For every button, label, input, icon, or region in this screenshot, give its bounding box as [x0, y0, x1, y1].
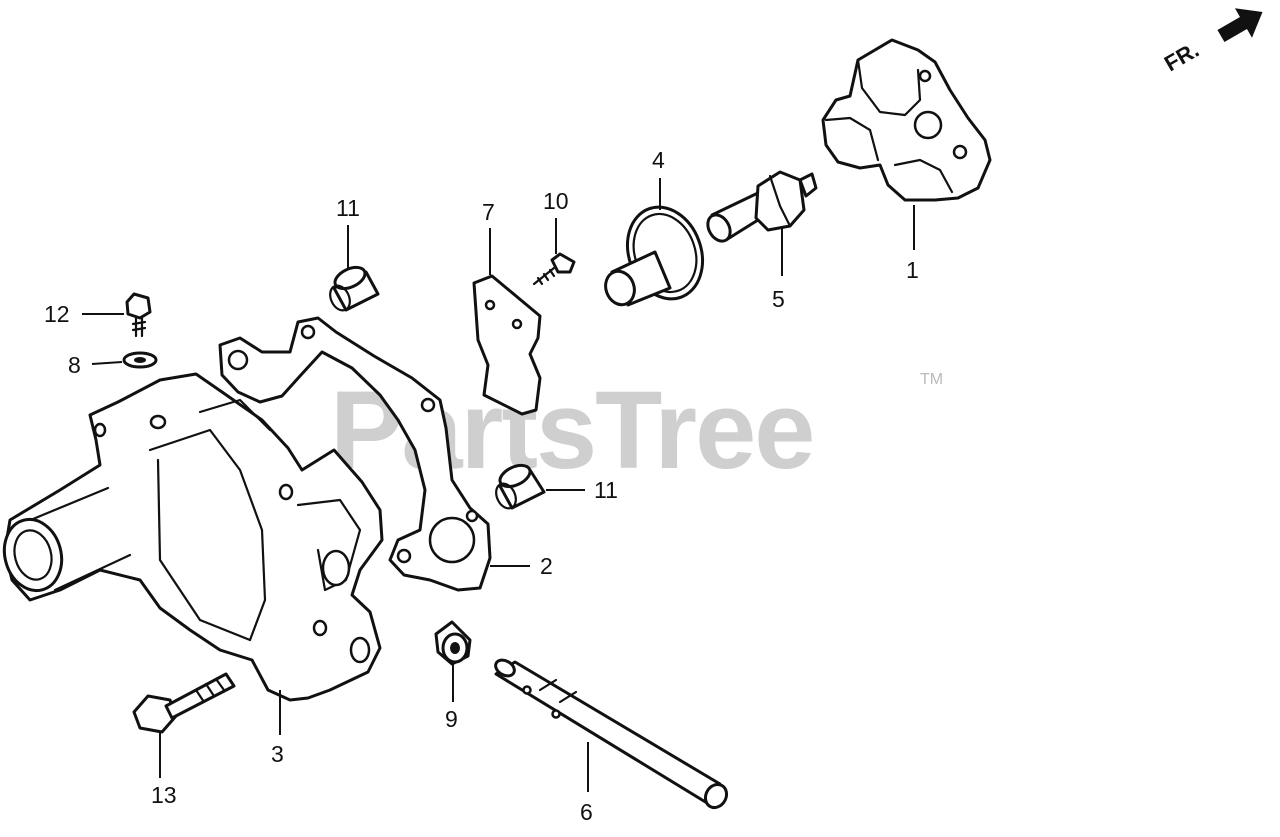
callout-11-lower: 11 [594, 477, 618, 503]
part-10-screw [532, 252, 576, 286]
callout-7: 7 [482, 199, 495, 225]
callout-9: 9 [445, 706, 458, 732]
part-9-oil-seal [434, 620, 472, 666]
part-12-bolt [125, 292, 152, 338]
callout-1: 1 [906, 257, 919, 283]
part-11-dowel-pin-upper [329, 265, 380, 312]
callout-2: 2 [540, 553, 553, 579]
part-2-gasket [218, 316, 492, 592]
front-label: FR. [1160, 37, 1203, 76]
part-5-flange-bolt [706, 170, 818, 243]
part-3-pump-cover [2, 372, 384, 702]
callout-10: 10 [543, 188, 569, 214]
front-direction-indicator: FR. [1160, 8, 1263, 76]
callout-6: 6 [580, 799, 593, 825]
callout-3: 3 [271, 741, 284, 767]
part-7-bracket-plate [472, 274, 542, 416]
part-1-housing-bracket [821, 38, 992, 202]
callout-5: 5 [772, 286, 785, 312]
part-11-dowel-pin-lower [495, 463, 546, 510]
front-arrow-icon [1217, 8, 1263, 43]
part-8-washer [122, 351, 158, 369]
callout-4: 4 [652, 147, 665, 173]
part-13-flange-bolt [132, 672, 236, 734]
callout-12: 12 [44, 301, 70, 327]
callout-11-upper: 11 [336, 195, 360, 221]
part-6-pump-shaft [494, 658, 729, 810]
callout-8: 8 [68, 352, 81, 378]
watermark-trademark: TM [920, 371, 943, 388]
callout-13: 13 [151, 782, 177, 808]
part-4-valve-plate [604, 205, 704, 307]
